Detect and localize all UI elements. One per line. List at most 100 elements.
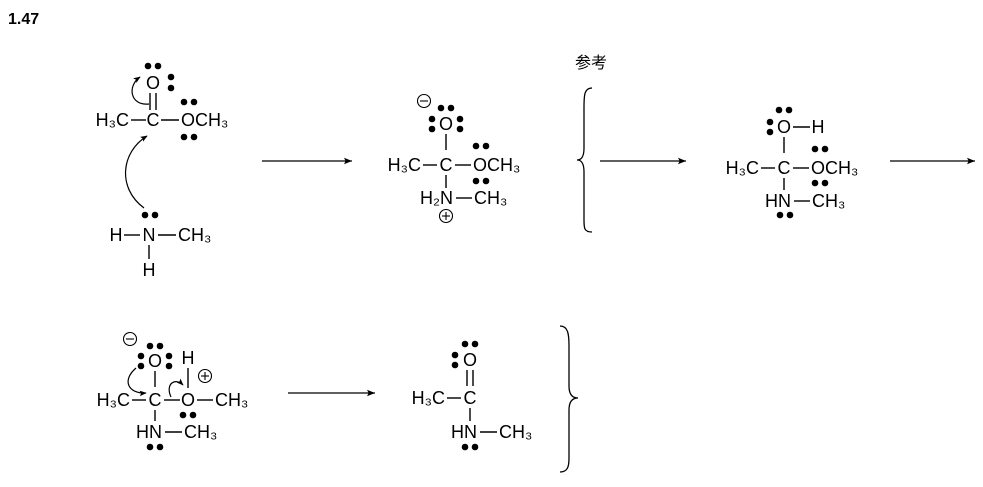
electron-dot [811, 145, 819, 153]
reference-label: 参考 [575, 53, 607, 72]
methyl-group: H₃C [412, 388, 445, 408]
lone-pair [472, 177, 490, 185]
electron-dot [472, 142, 480, 150]
electron-dot [766, 128, 774, 136]
tetrahedral-carbon: C [440, 155, 453, 175]
lone-pair [811, 179, 829, 187]
lone-pair [165, 352, 173, 370]
lone-pair [451, 351, 459, 369]
n-methyl-group: CH₃ [812, 191, 845, 211]
lone-pair [180, 133, 198, 141]
methyl-group: H₃C [726, 158, 759, 178]
lone-pair [811, 145, 829, 153]
electron-dot [156, 342, 164, 350]
oxonium-intermediate: O H H₃C C O CH₃ HN [97, 331, 248, 451]
hydroxyl-oxygen: O [777, 117, 791, 137]
electron-dot [190, 133, 198, 141]
amine-hydrogen: H [110, 225, 123, 245]
lone-pair [437, 104, 455, 112]
electron-dot [472, 177, 480, 185]
o-methyl-group: CH₃ [215, 390, 248, 410]
methyl-group: H₃C [96, 110, 129, 130]
carbonyl-carbon: C [464, 388, 477, 408]
problem-number: 1.47 [8, 11, 39, 28]
electron-dot [154, 62, 162, 70]
electron-dot [811, 179, 819, 187]
lone-pair [428, 115, 436, 133]
electron-dot [461, 340, 469, 348]
hydroxyl-hydrogen: H [812, 117, 825, 137]
electron-dot [821, 145, 829, 153]
electron-dot [451, 351, 459, 359]
lone-pair [179, 411, 197, 419]
n-methyl-group: CH₃ [474, 188, 507, 208]
carbonyl-oxygen: O [146, 73, 160, 93]
electron-dot [451, 361, 459, 369]
methyl-group: H₃C [97, 390, 130, 410]
electron-dot [456, 125, 464, 133]
electron-dot [179, 411, 187, 419]
lone-pair [461, 340, 479, 348]
electron-dot [151, 211, 159, 219]
tetrahedral-intermediate-neutral: O H H₃C C OCH₃ HN CH₃ [726, 106, 858, 219]
lone-pair [144, 62, 162, 70]
plus-circle-icon [197, 368, 213, 384]
electron-dot [428, 115, 436, 123]
amine-group: HN [136, 422, 162, 442]
lone-pair [141, 211, 159, 219]
lone-pair [167, 73, 175, 92]
electron-dot [146, 342, 154, 350]
electron-dot [190, 98, 198, 106]
electron-dot [775, 106, 783, 114]
electron-dot [156, 443, 164, 451]
n-methyl-group: CH₃ [499, 422, 532, 442]
curved-arrow-icon [168, 378, 184, 398]
electron-dot [786, 211, 794, 219]
electron-dot [180, 133, 188, 141]
lone-pair [146, 443, 164, 451]
curved-arrow-icon [127, 367, 147, 397]
electron-dot [167, 73, 175, 81]
oxonium-hydrogen: H [182, 348, 195, 368]
lone-pair [456, 115, 464, 133]
n-methylacetamide: O H₃C C HN CH₃ [412, 340, 532, 451]
electron-dot [437, 104, 445, 112]
closing-curly-brace [559, 325, 579, 473]
electron-dot [165, 362, 173, 370]
carbonyl-carbon: C [147, 110, 160, 130]
electron-dot [144, 62, 152, 70]
methoxy-group: OCH₃ [811, 158, 858, 178]
lone-pair [146, 342, 164, 350]
electron-dot [482, 142, 490, 150]
lone-pair [472, 142, 490, 150]
electron-dot [137, 352, 145, 360]
electron-dot [482, 177, 490, 185]
minus-circle-icon [122, 331, 138, 347]
electron-dot [471, 340, 479, 348]
electron-dot [146, 443, 154, 451]
oxonium-oxygen: O [181, 390, 195, 410]
electron-dot [189, 411, 197, 419]
tetrahedral-carbon: C [778, 158, 791, 178]
electron-dot [167, 84, 175, 92]
electron-dot [456, 115, 464, 123]
ammonium-group: H₂N [420, 188, 453, 208]
methyl-group: H₃C [388, 155, 421, 175]
opening-curly-brace [576, 87, 593, 233]
electron-dot [471, 443, 479, 451]
amine-group: HN [765, 191, 791, 211]
n-methyl-group: CH₃ [178, 225, 211, 245]
lone-pair [775, 106, 793, 114]
electron-dot [776, 211, 784, 219]
methyl-acetate: O H₃C C OCH₃ [96, 62, 228, 141]
electron-dot [141, 211, 149, 219]
curved-arrow-icon [124, 135, 148, 209]
n-methyl-group: CH₃ [184, 422, 217, 442]
alkoxide-oxygen: O [148, 351, 162, 371]
electron-dot [821, 179, 829, 187]
plus-circle-icon [438, 208, 454, 224]
carbonyl-oxygen: O [463, 350, 477, 370]
amine-nitrogen: N [143, 225, 156, 245]
